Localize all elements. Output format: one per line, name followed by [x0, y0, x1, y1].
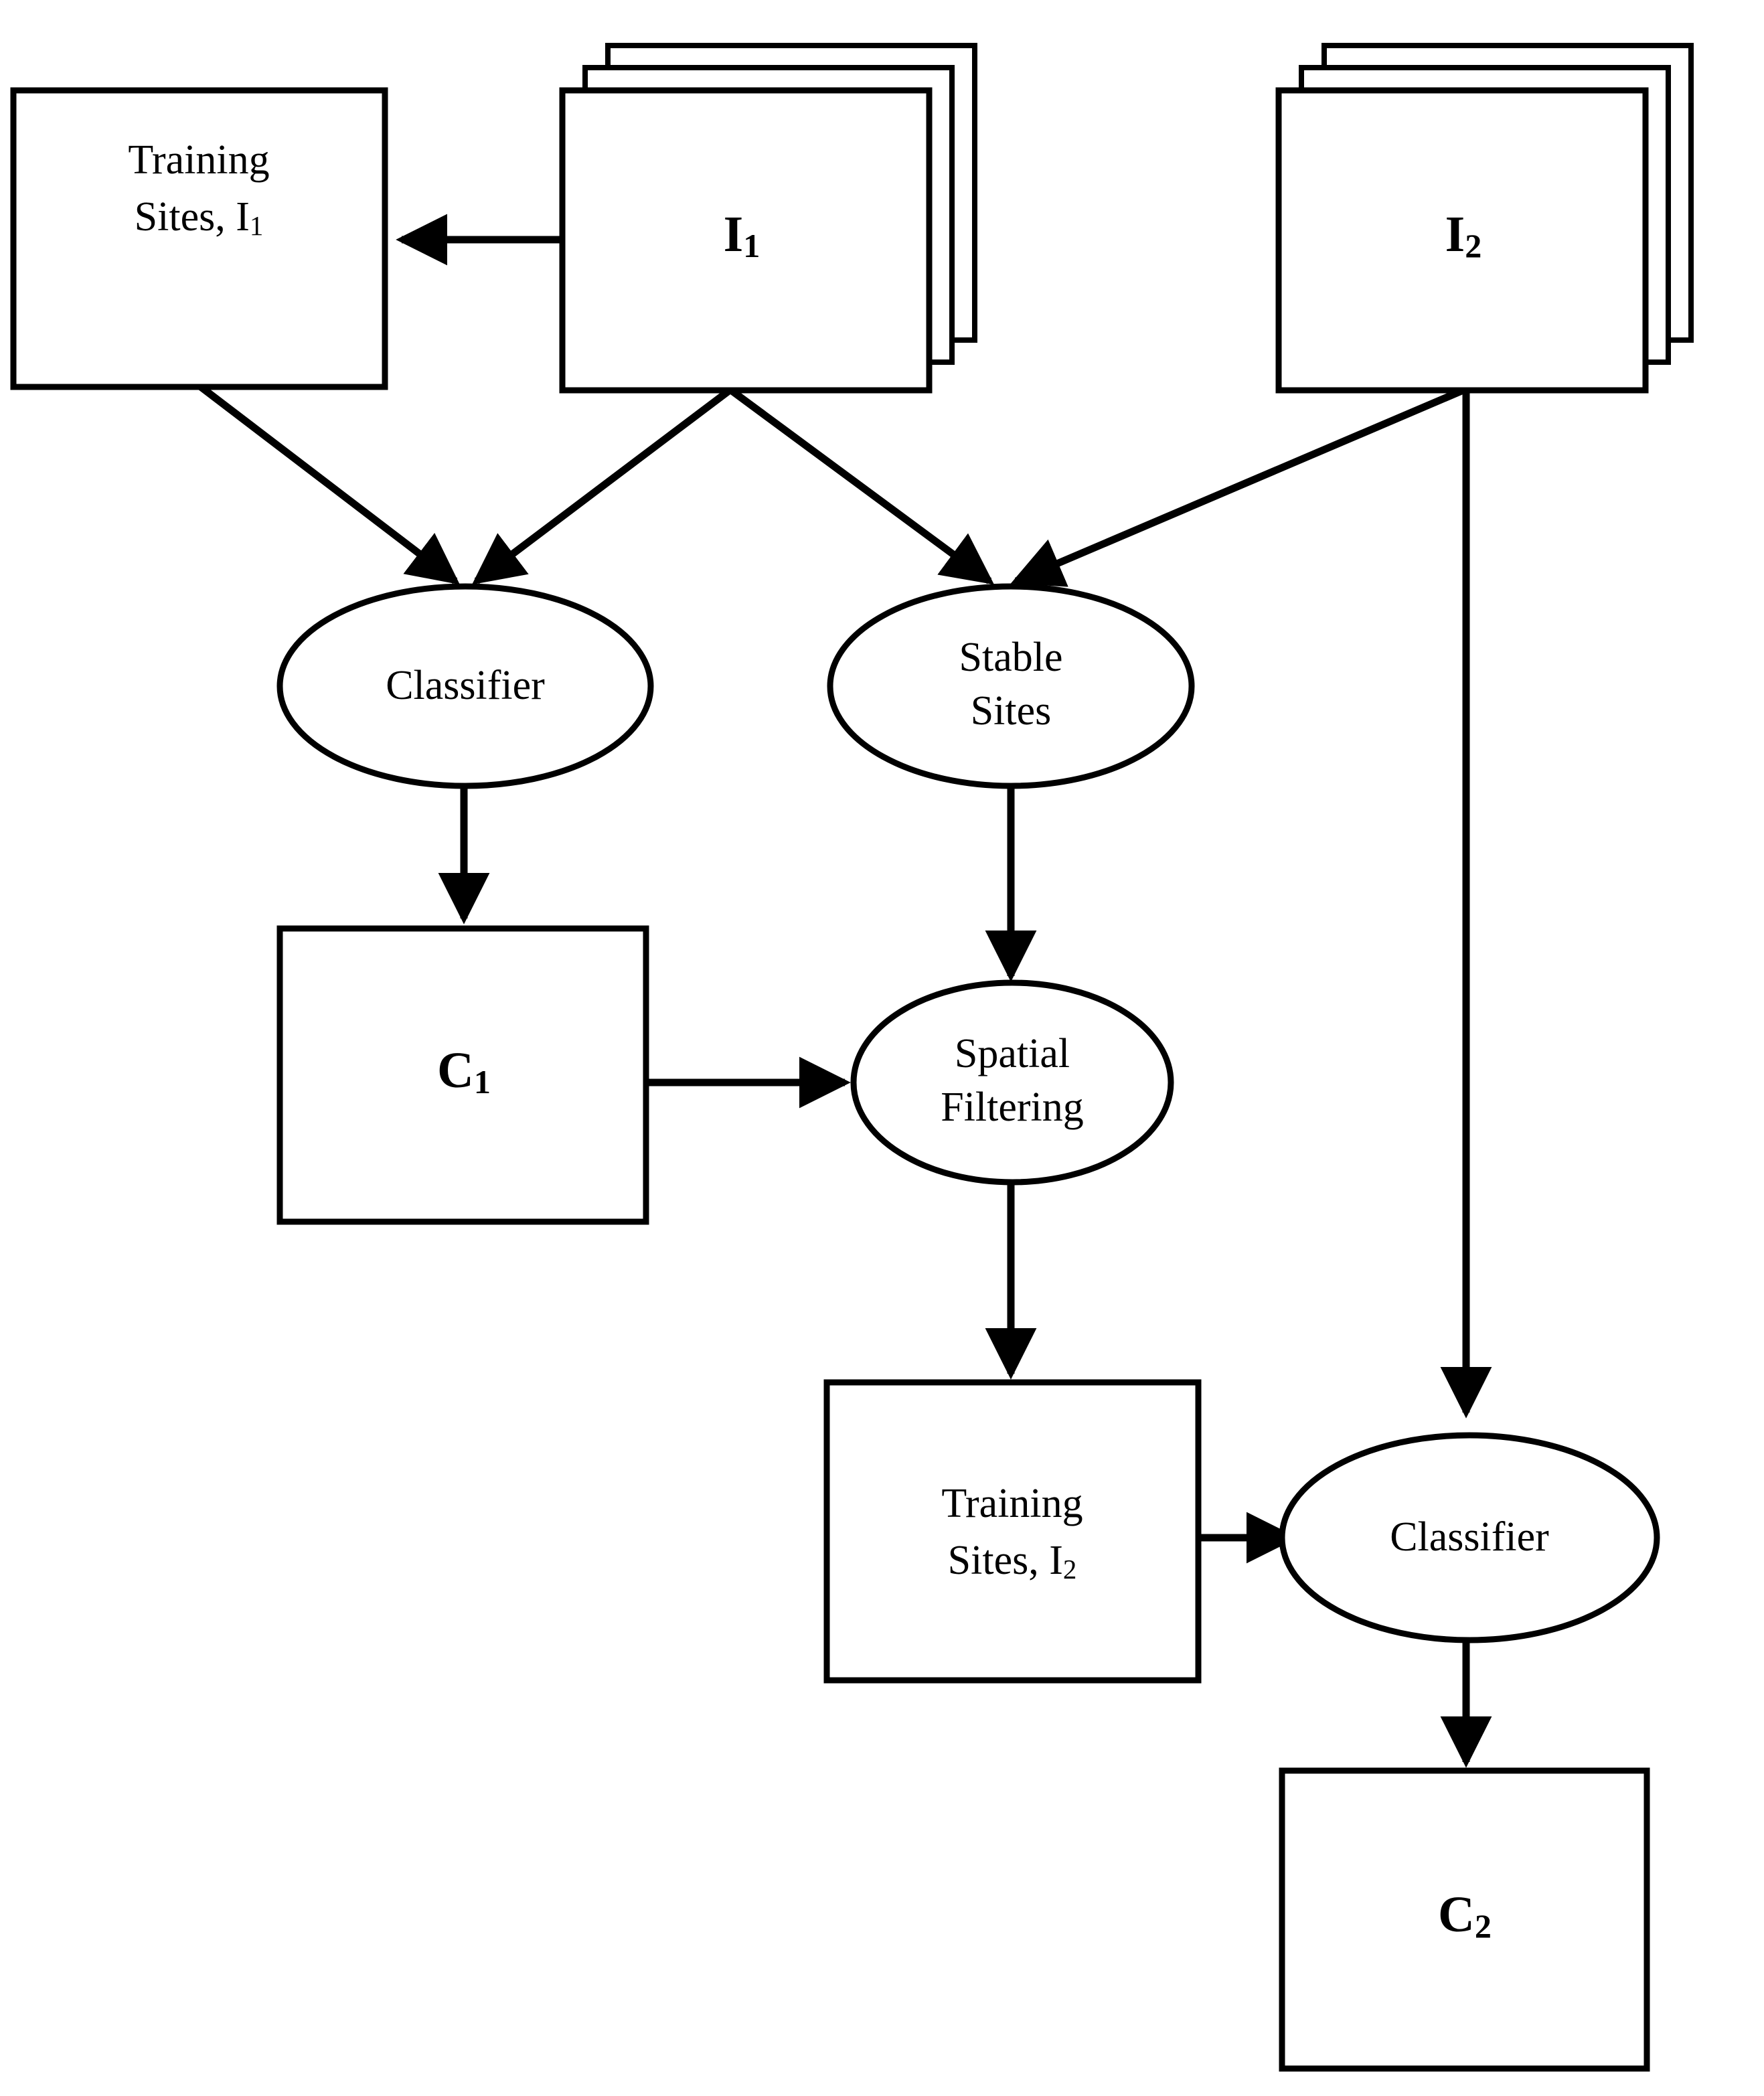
c1-label: C1	[437, 1042, 491, 1100]
training-sites-i2-label-line1: Training	[941, 1481, 1083, 1526]
images-i2-label: I2	[1445, 206, 1482, 264]
spatial-filtering-label-line2: Filtering	[941, 1084, 1084, 1130]
images-i1-label: I1	[724, 206, 760, 264]
edge-i2-to-stable-sites	[1010, 386, 1467, 587]
edge-i1-to-stable-sites	[728, 387, 995, 585]
training-sites-i2-label-line2: Sites, I2	[948, 1538, 1077, 1585]
training-sites-i1-label-line1: Training	[128, 137, 269, 183]
node-training-sites-i2[interactable]: Training Sites, I2	[823, 1379, 1202, 1684]
images-i1-stack-front	[559, 87, 933, 394]
c2-label: C2	[1438, 1886, 1492, 1944]
training-sites-i1-label-line2: Sites, I1	[135, 194, 264, 241]
node-training-sites-i1[interactable]: Training Sites, I1	[10, 87, 388, 390]
node-spatial-filtering[interactable]: Spatial Filtering	[850, 979, 1174, 1186]
edge-training-sites-i1-to-classifier-top	[198, 384, 460, 585]
node-images-i2[interactable]: I2	[1275, 43, 1694, 394]
node-stable-sites[interactable]: Stable Sites	[827, 583, 1195, 789]
stable-sites-label-line1: Stable	[959, 635, 1063, 680]
node-images-i1[interactable]: I1	[559, 43, 977, 394]
node-classifier-top[interactable]: Classifier	[276, 583, 654, 789]
edge-i1-to-classifier-top	[471, 387, 732, 585]
classifier-bottom-label: Classifier	[1390, 1514, 1549, 1560]
classifier-top-label: Classifier	[386, 663, 545, 708]
stable-sites-label-line2: Sites	[971, 688, 1052, 734]
images-i2-stack-front	[1275, 87, 1649, 394]
node-classifier-bottom[interactable]: Classifier	[1279, 1432, 1660, 1643]
node-c2[interactable]: C2	[1279, 1767, 1650, 2072]
node-c1[interactable]: C1	[276, 925, 649, 1225]
spatial-filtering-label-line1: Spatial	[955, 1031, 1070, 1076]
